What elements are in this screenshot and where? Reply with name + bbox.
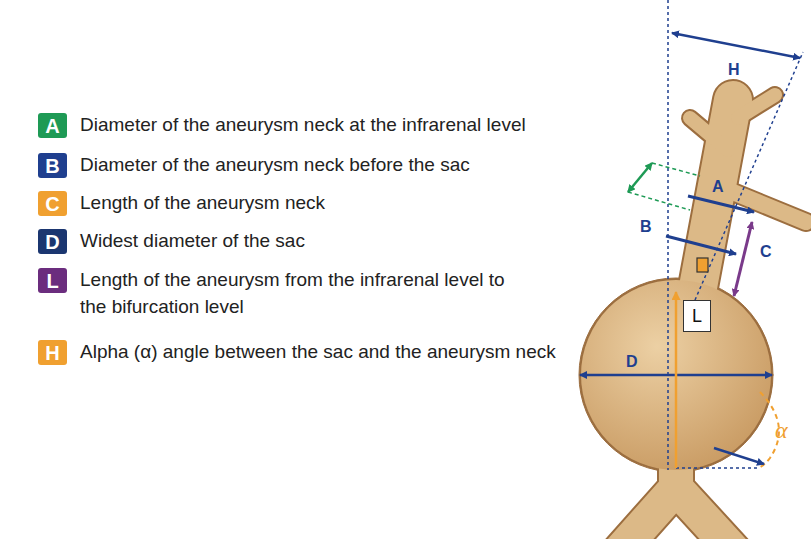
legend-swatch: A	[38, 113, 67, 138]
legend-text: Alpha (α) angle between the sac and the …	[80, 338, 560, 365]
angle-label: α	[775, 418, 788, 442]
legend-letter: C	[45, 194, 59, 214]
legend-letter: D	[45, 232, 59, 252]
legend-letter: H	[45, 343, 59, 363]
legend-swatch: C	[38, 191, 67, 216]
legend-swatch: L	[38, 268, 67, 293]
legend-text: Diameter of the aneurysm neck at the inf…	[80, 111, 600, 138]
legend-swatch: H	[38, 340, 67, 365]
measure-label: D	[626, 354, 638, 370]
legend-text: Length of the aneurysm neck	[80, 189, 600, 216]
measure-label: C	[760, 244, 772, 260]
legend-text: Diameter of the aneurysm neck before the…	[80, 151, 600, 178]
measure-label: A	[712, 179, 724, 195]
legend-swatch: D	[38, 229, 67, 254]
box-label: L	[692, 306, 702, 327]
legend-text: Widest diameter of the sac	[80, 227, 600, 254]
measure-label: H	[728, 62, 740, 78]
legend-letter: L	[46, 271, 58, 291]
length-box: L	[683, 300, 711, 332]
legend-letter: B	[45, 156, 59, 176]
measure-label: B	[640, 219, 652, 235]
legend-text: Length of the aneurysm from the infraren…	[80, 266, 530, 320]
legend-letter: A	[45, 116, 59, 136]
legend-swatch: B	[38, 153, 67, 178]
